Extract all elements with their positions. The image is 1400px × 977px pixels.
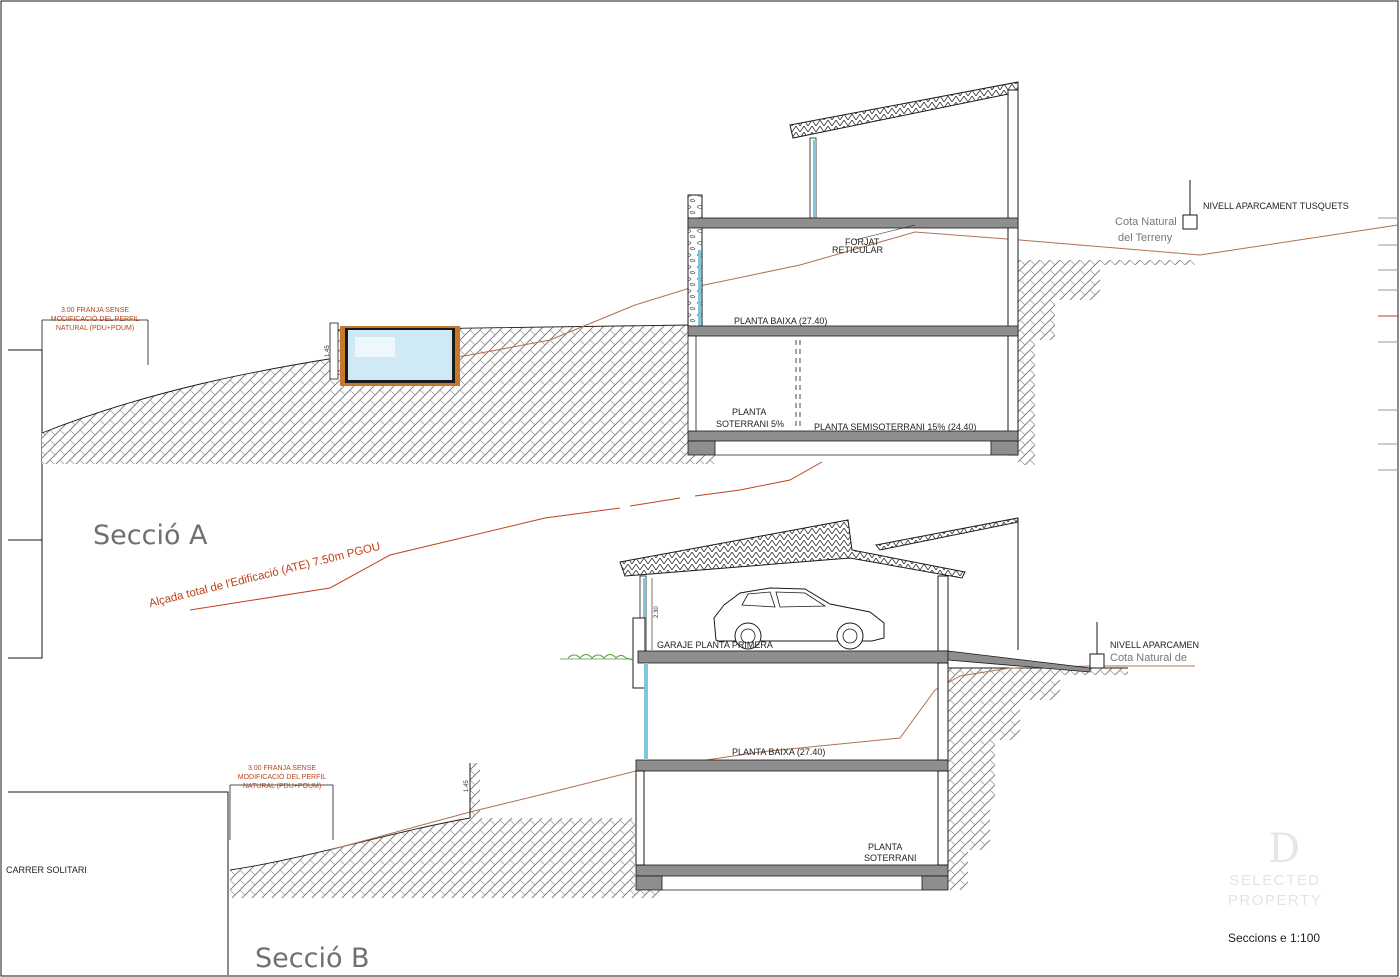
franja-a-line2: MODIFICACIÓ DEL PERFIL: [51, 314, 140, 323]
wall-dim-label-b: 1.45: [464, 780, 470, 792]
section-a-franja: 3.00 FRANJA SENSE MODIFICACIÓ DEL PERFIL…: [41, 307, 149, 365]
section-b-franja: 3.00 FRANJA SENSE MODIFICACIÓ DEL PERFIL…: [229, 765, 334, 840]
pool: 1.45: [325, 322, 460, 386]
soterrani-label-a-1: PLANTA: [732, 407, 766, 417]
cota-label-a-2: del Terreny: [1118, 232, 1173, 244]
watermark-logo-icon: D: [1268, 826, 1300, 872]
semisoterrani-label: PLANTA SEMISOTERRANI 15% (24.40): [814, 422, 976, 432]
slab-baixa-b: [635, 759, 949, 772]
pool-dim-label: 1.45: [325, 345, 331, 357]
ate-line: [189, 461, 823, 611]
franja-b-line2: MODIFICACIÓ DEL PERFIL: [238, 772, 327, 781]
slab-soterrani-a: [687, 430, 1019, 442]
roof-a: [789, 81, 1019, 139]
slab-soterrani-b: [635, 864, 949, 877]
section-a-left-edge: [8, 349, 43, 659]
footing-b-right: [921, 875, 949, 891]
planta-baixa-label-a: PLANTA BAIXA (27.40): [734, 316, 827, 326]
dim-230-label: 2.30: [654, 606, 660, 618]
section-b-terrain: [230, 763, 660, 898]
planta-baixa-label-b: PLANTA BAIXA (27.40): [732, 747, 825, 757]
soterrani-label-b-2: SOTERRANI: [864, 853, 917, 863]
section-a-title: Secció A: [93, 520, 208, 551]
slab-baixa-a: [687, 325, 1019, 337]
roof-b-right: [875, 517, 1019, 551]
slab-top-a: [687, 217, 1019, 229]
section-b-title: Secció B: [255, 943, 370, 974]
wall-right-a: [1007, 89, 1019, 456]
building-a: [687, 81, 1019, 456]
soterrani-label-a-2: SOTERRANI 5%: [716, 419, 784, 429]
cota-label-b: Cota Natural de: [1110, 652, 1187, 664]
section-b: 3.00 FRANJA SENSE MODIFICACIÓ DEL PERFIL…: [6, 517, 1199, 975]
franja-b-line3: NATURAL (PDU+POUM): [243, 783, 321, 790]
footing-a-right: [990, 440, 1019, 456]
forjat-label-1: FORJAT: [845, 237, 880, 247]
slab-garaje: [637, 650, 949, 664]
franja-a-line3: NATURAL (PDU+POUM): [56, 325, 134, 332]
car: [713, 587, 885, 650]
footing-b-left: [635, 875, 663, 891]
parking-label-b: NIVELL APARCAMEN: [1110, 640, 1199, 650]
section-a-terrain-right: [1018, 260, 1195, 465]
footing-a-left: [687, 440, 716, 456]
scale-label: Seccions e 1:100: [1228, 931, 1320, 945]
ate-indicator: Alçada total de l'Edificació (ATE) 7.50m…: [148, 461, 823, 611]
franja-a-line1: 3.00 FRANJA SENSE: [61, 307, 129, 314]
street-label: CARRER SOLITARI: [6, 865, 87, 875]
forjat-label-2: RETICULAR: [832, 245, 884, 255]
franja-b-line1: 3.00 FRANJA SENSE: [248, 765, 316, 772]
roof-b-left: [619, 519, 966, 579]
section-a-terrain: [42, 325, 715, 464]
soterrani-label-b-1: PLANTA: [868, 842, 902, 852]
section-a: 1.45 3.00 FRANJA SENSE MODIFICACIÓ DEL P…: [8, 81, 1399, 659]
parking-marker-b: NIVELL APARCAMEN Cota Natural de: [1089, 622, 1199, 669]
section-b-left-edge: [8, 791, 229, 975]
greenery: [567, 654, 634, 661]
watermark: D SELECTED PROPERTY: [1228, 826, 1322, 909]
parking-label-a: NIVELL APARCAMENT TUSQUETS: [1203, 201, 1349, 211]
watermark-line1: SELECTED: [1229, 872, 1320, 889]
ate-label: Alçada total de l'Edificació (ATE) 7.50m…: [148, 541, 382, 610]
watermark-line2: PROPERTY: [1228, 892, 1322, 909]
garaje-label: GARAJE PLANTA PRIMERA: [657, 640, 773, 650]
cota-label-a-1: Cota Natural: [1115, 216, 1177, 228]
section-b-terrain-right: [948, 668, 1128, 890]
section-a-natural-profile: [334, 224, 1399, 376]
building-b: 2.30: [560, 517, 1091, 891]
parking-marker-a: NIVELL APARCAMENT TUSQUETS: [1182, 180, 1349, 230]
